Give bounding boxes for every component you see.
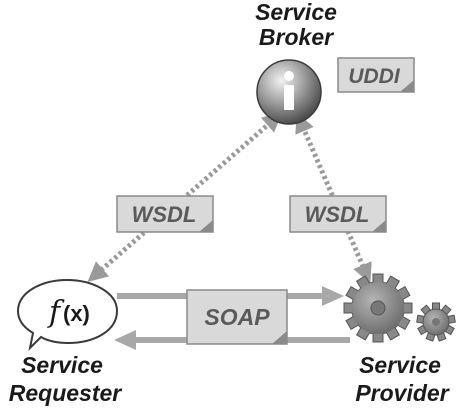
soap-message-document: SOAP [186, 289, 288, 345]
service-provider: Service Provider [343, 273, 456, 406]
requester-broker-link [87, 112, 283, 282]
service-broker: Service Broker UDDI [255, 0, 415, 125]
info-icon [256, 59, 322, 125]
function-speech-bubble-icon: f (x) [16, 278, 119, 352]
requester-title-line1: Service [21, 352, 103, 378]
broker-title-line2: Broker [259, 24, 334, 50]
gears-icon [343, 273, 456, 343]
uddi-registry-document: UDDI [337, 57, 415, 93]
broker-title-line1: Service [255, 0, 337, 25]
func-x: (x) [63, 301, 90, 326]
service-requester: f (x) Service Requester [9, 278, 123, 406]
requester-title-line2: Requester [9, 380, 123, 406]
wsdl-label-provider: WSDL [305, 202, 370, 227]
wsdl-label-requester: WSDL [132, 202, 197, 227]
provider-broker-link [295, 112, 372, 284]
uddi-label: UDDI [348, 65, 400, 88]
soap-label: SOAP [204, 304, 270, 330]
provider-title-line1: Service [359, 352, 441, 378]
wsdl-document-requester: WSDL [116, 195, 214, 233]
wsdl-document-provider: WSDL [289, 195, 387, 233]
provider-title-line2: Provider [355, 380, 449, 406]
